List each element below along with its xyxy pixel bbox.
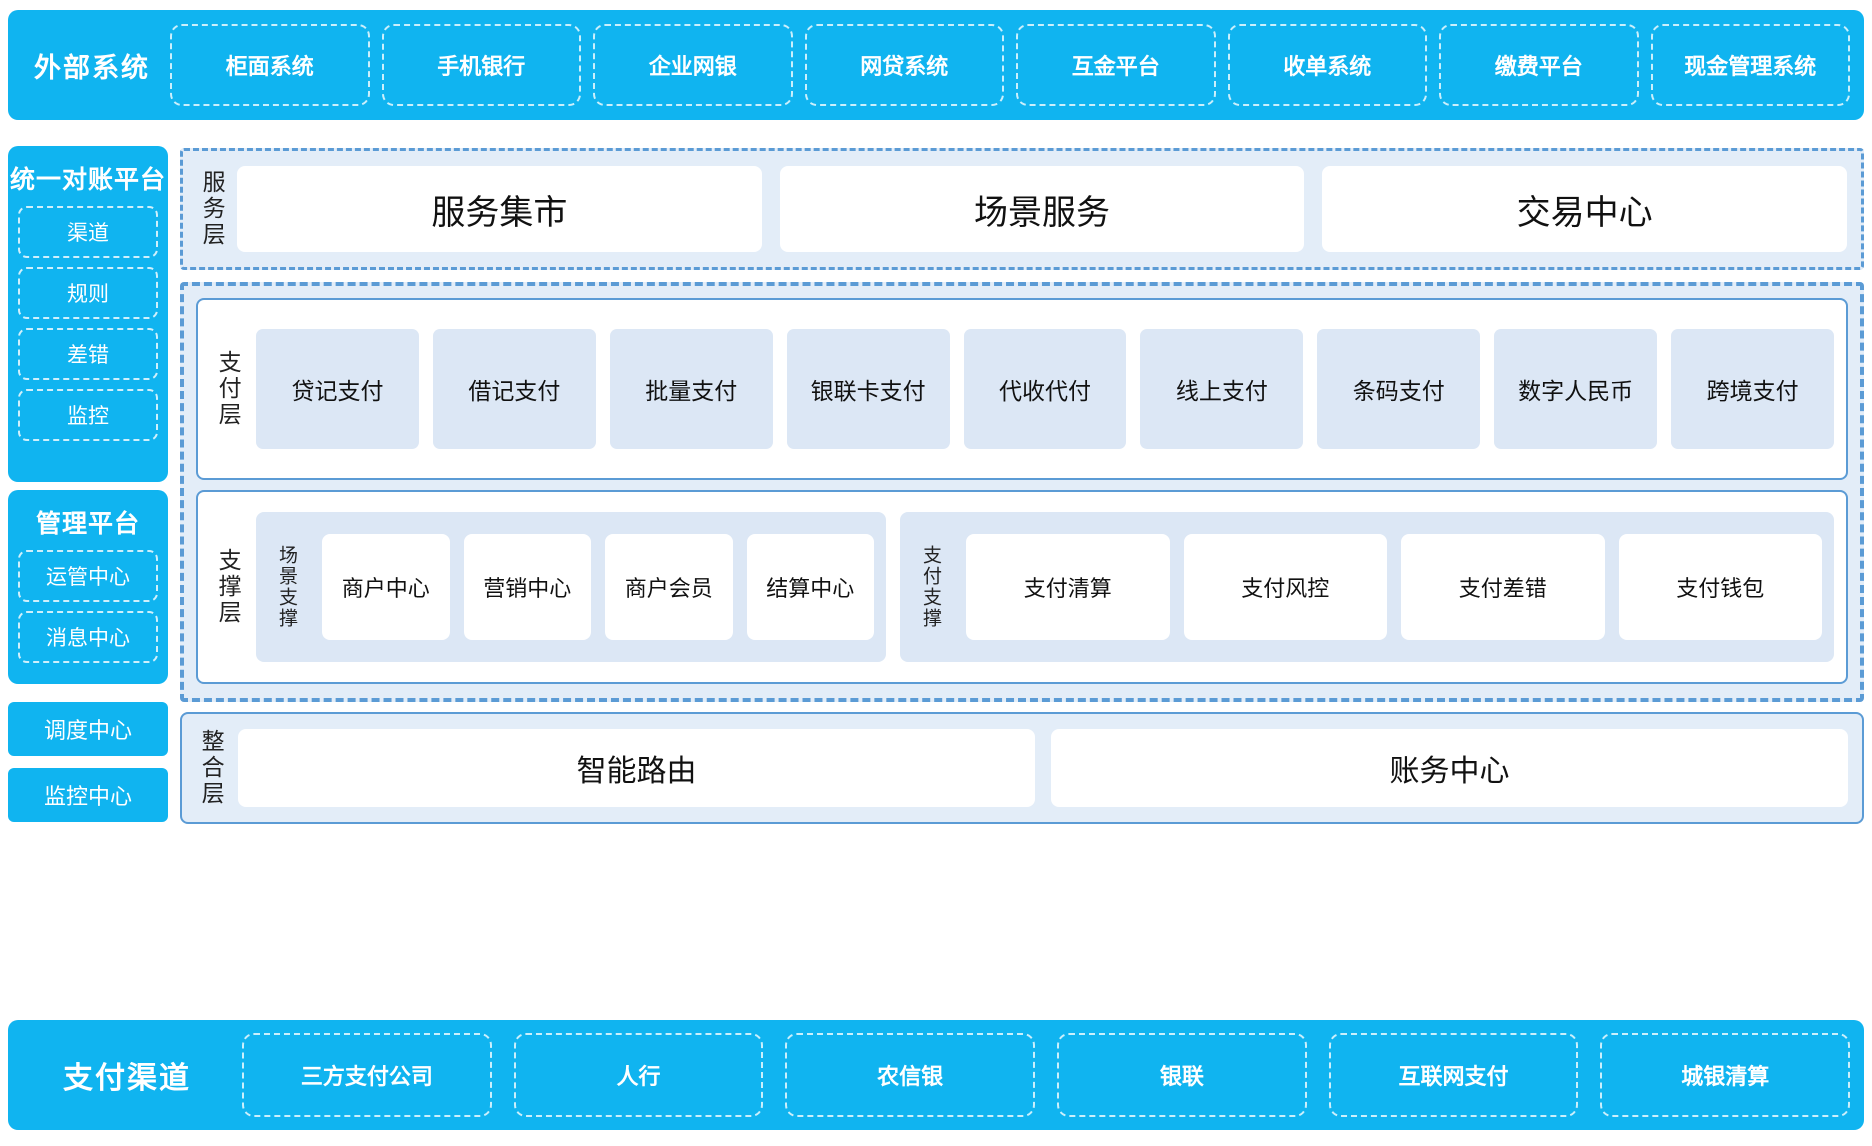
support-group-payment-cards: 支付清算 支付风控 支付差错 支付钱包 [966,534,1822,640]
payment-cell-credit[interactable]: 贷记支付 [256,329,419,449]
service-card-transaction[interactable]: 交易中心 [1322,166,1848,252]
sidebar-item-error[interactable]: 差错 [18,328,158,380]
support-group-payment-label: 支付支撑 [919,545,941,629]
external-system-item[interactable]: 互金平台 [1016,24,1216,106]
external-system-item[interactable]: 收单系统 [1227,24,1427,106]
support-card-payment-error[interactable]: 支付差错 [1401,534,1605,640]
payment-channel-item[interactable]: 城银清算 [1600,1033,1851,1117]
payment-channel-item[interactable]: 农信银 [785,1033,1036,1117]
payment-cell-batch[interactable]: 批量支付 [609,329,773,449]
external-system-item[interactable]: 现金管理系统 [1650,24,1850,106]
external-system-item[interactable]: 网贷系统 [804,24,1004,106]
payment-channels-band: 支付渠道 三方支付公司 人行 农信银 银联 互联网支付 城银清算 [8,1020,1864,1130]
payment-cell-collection-payment[interactable]: 代收代付 [963,329,1127,449]
external-system-item[interactable]: 企业网银 [593,24,793,106]
management-platform-card: 管理平台 运管中心 消息中心 [8,490,168,684]
support-card-settlement-center[interactable]: 结算中心 [746,534,874,640]
external-systems-band: 外部系统 柜面系统 手机银行 企业网银 网贷系统 互金平台 收单系统 缴费平台 … [8,10,1864,120]
support-card-merchant-member[interactable]: 商户会员 [605,534,733,640]
payment-layer-panel: 支付层 贷记支付 借记支付 批量支付 银联卡支付 代收代付 线上支付 条码支付 … [196,298,1848,480]
payment-channel-item[interactable]: 人行 [513,1033,764,1117]
payment-channels-list: 三方支付公司 人行 农信银 银联 互联网支付 城银清算 [242,1033,1851,1117]
external-systems-title: 外部系统 [34,52,150,83]
external-systems-list: 柜面系统 手机银行 企业网银 网贷系统 互金平台 收单系统 缴费平台 现金管理系… [170,24,1850,106]
integration-card-accounting-center[interactable]: 账务中心 [1051,729,1848,807]
support-group-scenario: 场景支撑 商户中心 营销中心 商户会员 结算中心 [256,512,886,662]
integration-layer-cards: 智能路由 账务中心 [238,729,1848,807]
payment-cell-cross-border[interactable]: 跨境支付 [1671,329,1835,449]
support-card-marketing-center[interactable]: 营销中心 [463,534,591,640]
sidebar-item-channel[interactable]: 渠道 [18,206,158,258]
payment-layer-cells: 贷记支付 借记支付 批量支付 银联卡支付 代收代付 线上支付 条码支付 数字人民… [256,329,1835,449]
service-card-market[interactable]: 服务集市 [237,166,762,252]
service-layer-panel: 服务层 服务集市 场景服务 交易中心 [180,148,1864,270]
reconciliation-platform-card: 统一对账平台 渠道 规则 差错 监控 [8,146,168,482]
service-layer-label: 服务层 [199,170,226,248]
payment-cell-digital-rmb[interactable]: 数字人民币 [1494,329,1658,449]
external-system-item[interactable]: 缴费平台 [1439,24,1639,106]
service-layer-cards: 服务集市 场景服务 交易中心 [237,166,1848,252]
sidebar-item-monitor[interactable]: 监控 [18,389,158,441]
payment-cell-unionpay-card[interactable]: 银联卡支付 [786,329,950,449]
payment-channels-title: 支付渠道 [63,1062,191,1095]
sidebar-item-message-center[interactable]: 消息中心 [18,611,158,663]
integration-card-smart-routing[interactable]: 智能路由 [238,729,1035,807]
payment-channel-item[interactable]: 互联网支付 [1328,1033,1579,1117]
sidebar-item-operations-center[interactable]: 运管中心 [18,550,158,602]
support-layer-panel: 支撑层 场景支撑 商户中心 营销中心 商户会员 结算中心 支付支撑 支付清算 [196,490,1848,684]
payment-cell-debit[interactable]: 借记支付 [432,329,596,449]
support-group-scenario-label: 场景支撑 [275,545,297,629]
payment-cell-barcode[interactable]: 条码支付 [1317,329,1481,449]
support-group-payment: 支付支撑 支付清算 支付风控 支付差错 支付钱包 [900,512,1834,662]
support-layer-groups: 场景支撑 商户中心 营销中心 商户会员 结算中心 支付支撑 支付清算 支付风控 … [256,512,1834,662]
payment-cell-online[interactable]: 线上支付 [1140,329,1304,449]
sidebar-item-dispatch-center[interactable]: 调度中心 [8,702,168,756]
support-card-payment-clearing[interactable]: 支付清算 [966,534,1170,640]
service-card-scenario[interactable]: 场景服务 [779,166,1305,252]
support-card-payment-wallet[interactable]: 支付钱包 [1618,534,1822,640]
external-system-item[interactable]: 柜面系统 [170,24,370,106]
support-card-payment-risk[interactable]: 支付风控 [1183,534,1387,640]
payment-layer-label: 支付层 [215,350,242,428]
integration-layer-label: 整合层 [198,729,225,807]
support-card-merchant-center[interactable]: 商户中心 [322,534,450,640]
external-system-item[interactable]: 手机银行 [381,24,581,106]
support-layer-label: 支撑层 [215,548,242,626]
reconciliation-platform-title: 统一对账平台 [10,166,167,194]
payment-channel-item[interactable]: 三方支付公司 [242,1033,492,1117]
support-group-scenario-cards: 商户中心 营销中心 商户会员 结算中心 [322,534,874,640]
integration-layer-panel: 整合层 智能路由 账务中心 [180,712,1864,824]
management-platform-title: 管理平台 [35,510,140,538]
payment-channel-item[interactable]: 银联 [1057,1033,1307,1117]
core-platform-container: 支付层 贷记支付 借记支付 批量支付 银联卡支付 代收代付 线上支付 条码支付 … [180,282,1864,702]
sidebar-item-monitor-center[interactable]: 监控中心 [8,768,168,822]
sidebar-item-rule[interactable]: 规则 [18,267,158,319]
